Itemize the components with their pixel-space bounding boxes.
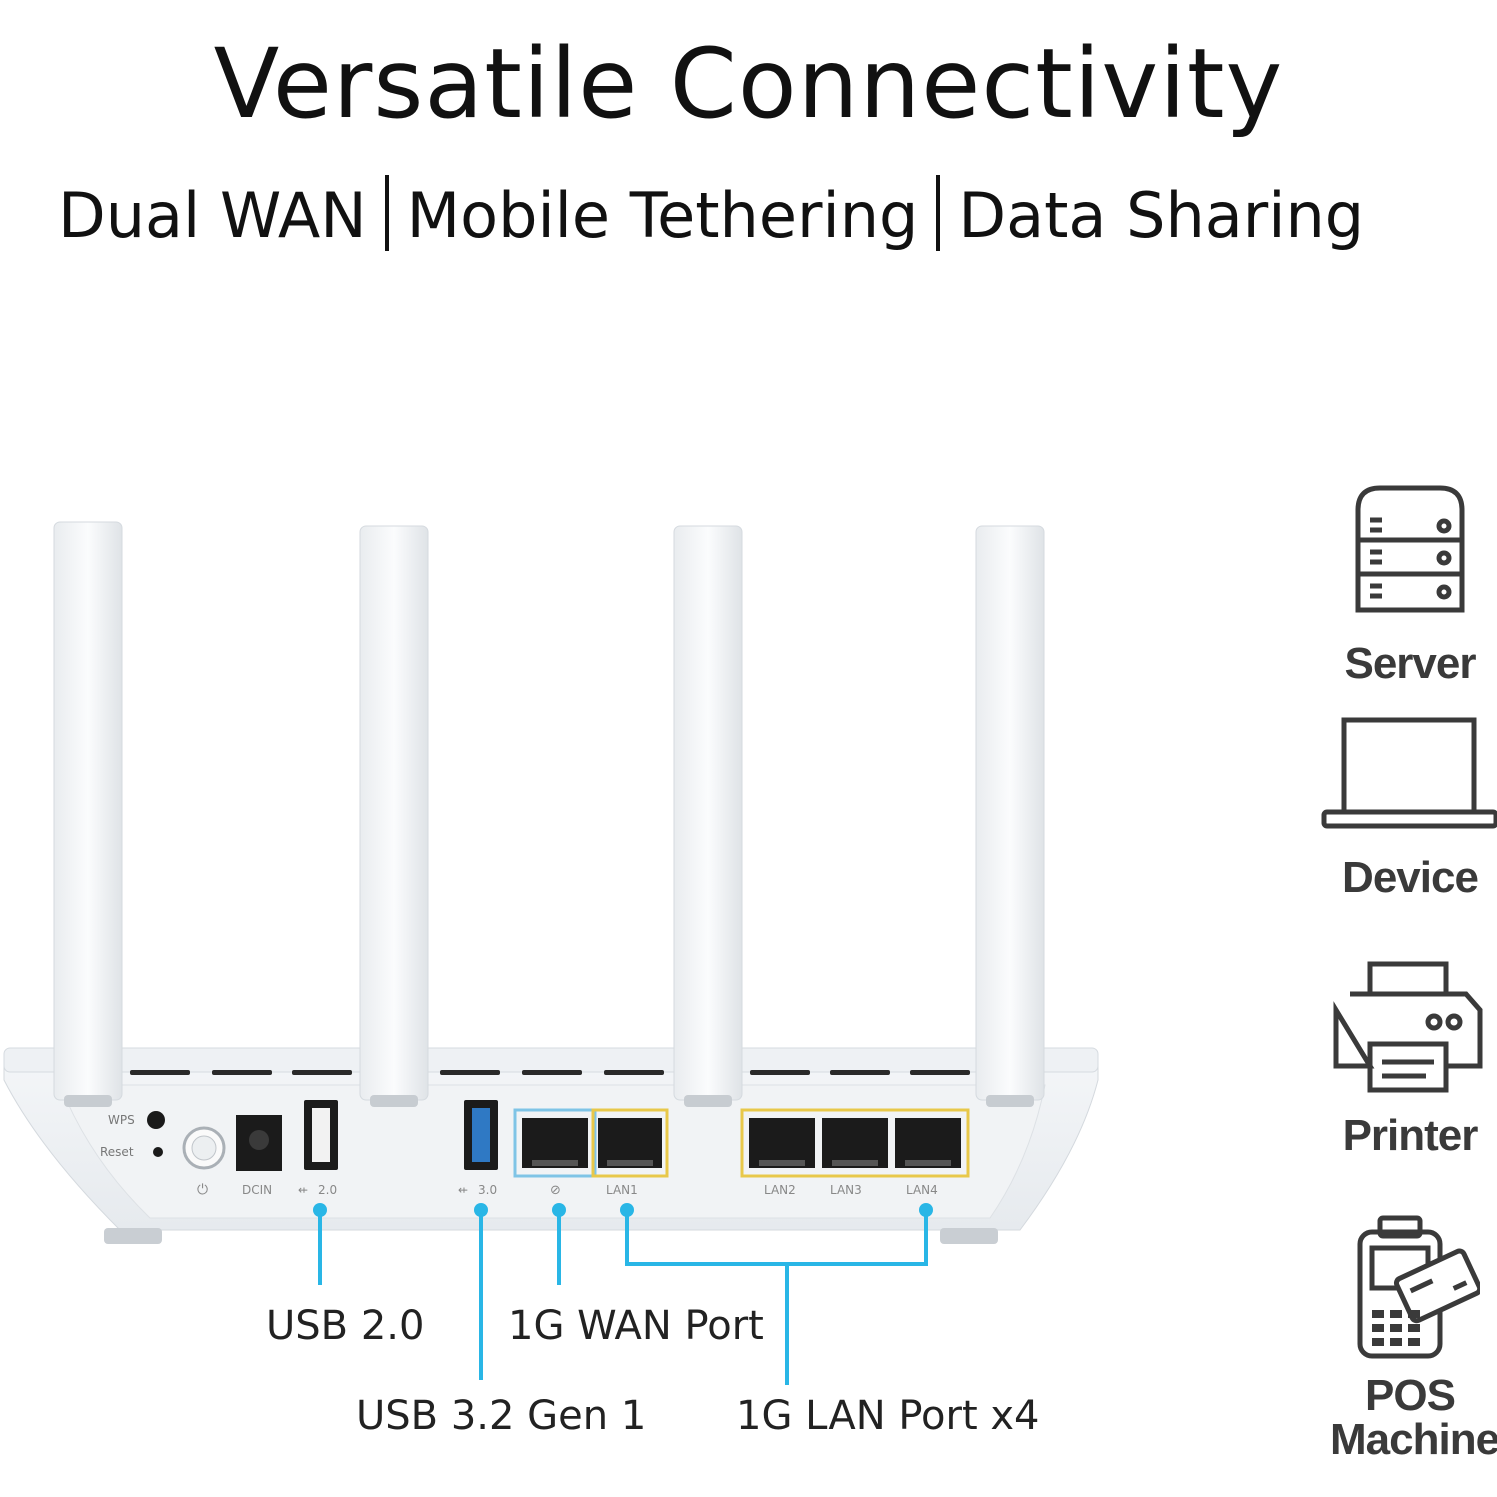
feature-subtitle: Dual WAN Mobile Tethering Data Sharing [58, 175, 1364, 252]
router-foot [940, 1228, 998, 1244]
router-illustration: WPS Reset ⏻ DCIN ⇷ 2.0 ⇷ 3.0 ⊘ LAN1 LAN2… [3, 521, 1099, 1385]
lan2-port [749, 1118, 815, 1168]
wan-highlight [513, 1108, 597, 1178]
separator [936, 175, 941, 251]
callout-usb3: USB 3.2 Gen 1 [356, 1393, 647, 1439]
server-icon [1355, 485, 1465, 613]
lan3-port [822, 1118, 888, 1168]
sidebar-item-printer: Printer [1300, 958, 1497, 1158]
wan-port [522, 1118, 588, 1168]
callout-dot [620, 1203, 634, 1217]
feature-dual-wan: Dual WAN [58, 179, 367, 252]
reset-marking: Reset [100, 1145, 134, 1159]
usb3-marking: 3.0 [478, 1183, 497, 1197]
separator [384, 175, 389, 251]
callout-dot [919, 1203, 933, 1217]
usb2-marking: 2.0 [318, 1183, 337, 1197]
sidebar-item-label: Device [1342, 853, 1479, 902]
sidebar-item-label: POS Machine [1330, 1371, 1497, 1464]
dcin-marking: DCIN [242, 1183, 272, 1197]
usb-icon: ⇷ [458, 1183, 468, 1197]
callout-dot [474, 1203, 488, 1217]
callout-usb2: USB 2.0 [266, 1303, 425, 1349]
callout-dot [313, 1203, 327, 1217]
callout-dot [552, 1203, 566, 1217]
power-icon: ⏻ [197, 1182, 208, 1198]
lan3-marking: LAN3 [830, 1183, 862, 1197]
usb-icon: ⇷ [298, 1183, 308, 1197]
pos-terminal-icon [1357, 1215, 1483, 1359]
antenna [359, 525, 429, 1107]
wps-button [147, 1111, 165, 1129]
sidebar-item-server: Server [1300, 480, 1497, 686]
wps-marking: WPS [108, 1113, 135, 1127]
antenna [53, 521, 123, 1107]
router-top-lip [3, 1047, 1099, 1073]
page-title: Versatile Connectivity [213, 28, 1284, 140]
laptop-icon [1321, 717, 1497, 829]
callout-wan: 1G WAN Port [508, 1303, 764, 1349]
globe-icon: ⊘ [550, 1183, 561, 1198]
sidebar-item-label: Server [1344, 639, 1476, 688]
callout-lines [318, 1212, 928, 1385]
lan1-highlight [591, 1108, 669, 1178]
router-foot [104, 1228, 162, 1244]
lan2-marking: LAN2 [764, 1183, 796, 1197]
lan1-marking: LAN1 [606, 1183, 638, 1197]
lan4-port [895, 1118, 961, 1168]
lan2-4-highlight [740, 1108, 970, 1178]
feature-data-sharing: Data Sharing [958, 179, 1365, 252]
callout-lan: 1G LAN Port x4 [736, 1393, 1040, 1439]
sidebar-item-label: Printer [1342, 1111, 1479, 1160]
reset-button [153, 1147, 163, 1157]
lan4-marking: LAN4 [906, 1183, 938, 1197]
sidebar-item-device: Device [1300, 712, 1497, 900]
antenna [673, 525, 743, 1107]
lan1-port [598, 1118, 662, 1168]
sidebar-item-pos: POS Machine [1300, 1212, 1497, 1462]
feature-mobile-tethering: Mobile Tethering [406, 179, 919, 252]
printer-icon [1333, 961, 1483, 1093]
antenna [975, 525, 1045, 1107]
